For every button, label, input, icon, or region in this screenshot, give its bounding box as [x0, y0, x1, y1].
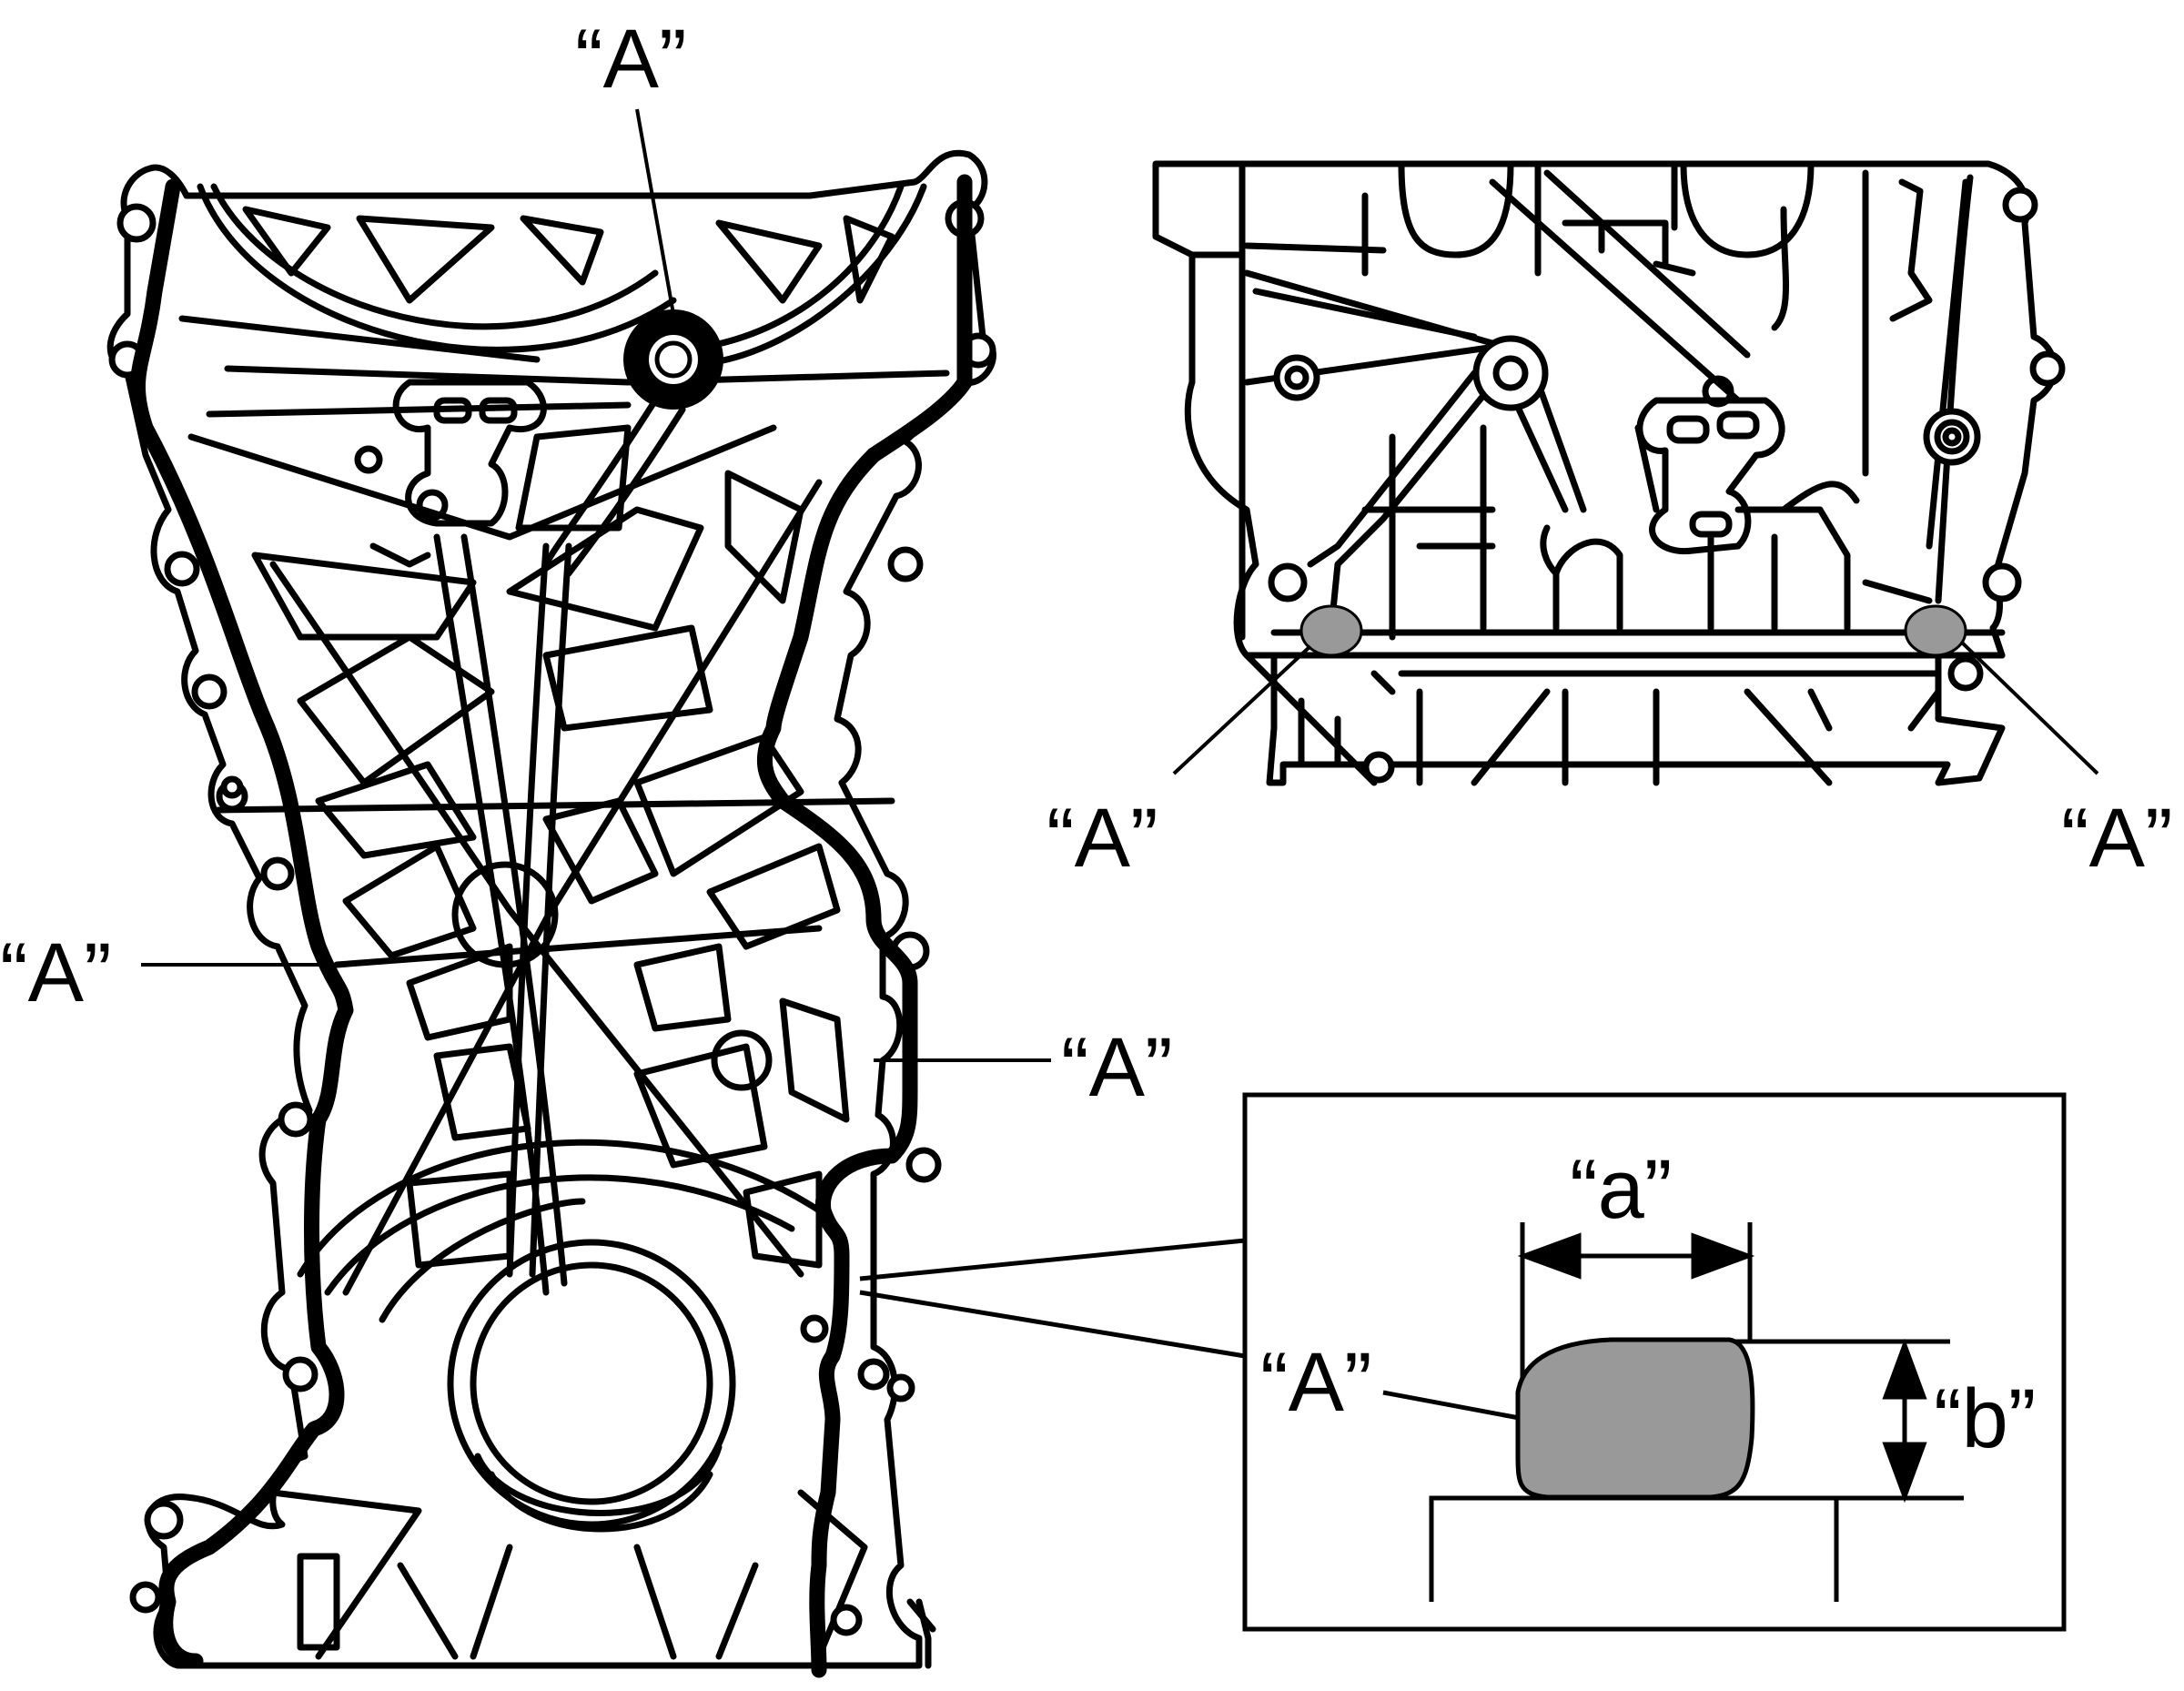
label-cover-right: “A”: [1061, 1021, 1173, 1114]
timing-cover-sealant-beads: [129, 174, 973, 1678]
dimension-arrows: [1517, 1232, 1927, 1504]
label-detail-width: “a”: [1570, 1143, 1672, 1236]
label-block-left: “A”: [1046, 792, 1158, 885]
label-cover-left: “A”: [0, 927, 112, 1019]
cylinder-block-drawing: [1152, 160, 2058, 786]
cylinder-block-sealant-spots: [1299, 604, 1967, 657]
detail-frame: [1242, 1092, 2067, 1632]
timing-cover-drawing: [106, 149, 996, 1669]
timing-cover-leaders: [141, 108, 1051, 1062]
cylinder-block-leaders: [1172, 640, 2099, 775]
sealant-bead-left: [129, 178, 354, 1669]
label-block-right: “A”: [2061, 792, 2173, 885]
timing-cover-top-boss: [623, 309, 723, 410]
bead-detail-box: [859, 1092, 2067, 1632]
cylinder-block-outline: [1152, 160, 2058, 786]
sealant-spot-left: [1299, 604, 1363, 657]
cylinder-block-bolt-holes: [1268, 187, 2066, 784]
sealant-bead-section: [1515, 1337, 1755, 1500]
label-cover-top: “A”: [575, 13, 687, 106]
sealant-spot-right: [1904, 604, 1967, 657]
label-detail-sealant: “A”: [1260, 1336, 1372, 1429]
sealant-bead-right: [757, 174, 973, 1678]
label-detail-height: “b”: [1934, 1372, 2036, 1465]
callout-labels: “A” “A” “A” “A” “A” “A” “a” “b”: [0, 13, 2173, 1465]
